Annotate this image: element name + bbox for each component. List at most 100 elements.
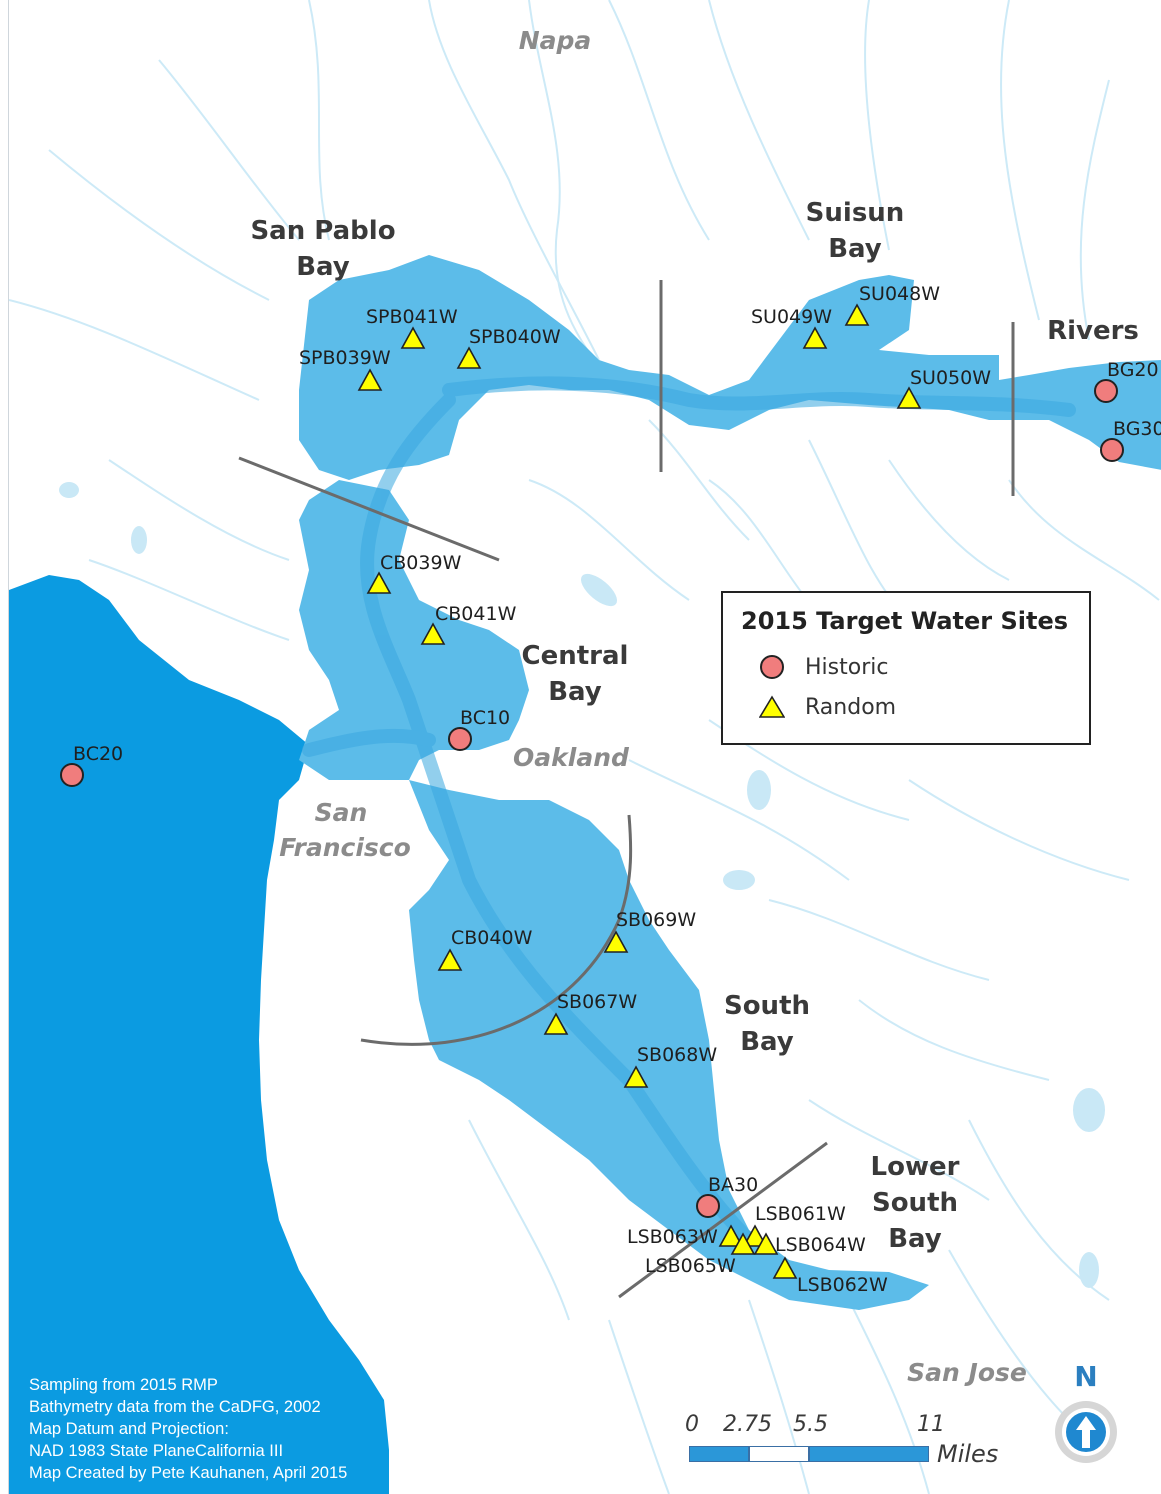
north-label: N <box>1074 1360 1097 1393</box>
label-suisun-bay-2: Bay <box>828 234 882 264</box>
label-south-bay-2: Bay <box>740 1027 794 1057</box>
city-san-jose: San Jose <box>907 1358 1027 1387</box>
site-label: SB068W <box>637 1044 717 1066</box>
historic-site-bg20[interactable]: BG20 <box>1094 359 1159 403</box>
legend-row-historic: Historic <box>741 647 1071 687</box>
random-site-spb040w[interactable]: SPB040W <box>456 326 561 369</box>
site-label: SPB041W <box>366 306 458 328</box>
site-label: LSB063W <box>627 1226 718 1248</box>
legend-historic-label: Historic <box>805 654 889 680</box>
credit-line: Sampling from 2015 RMP <box>29 1376 218 1394</box>
site-label: SPB039W <box>299 347 391 369</box>
site-label: LSB065W <box>645 1255 736 1277</box>
site-label: LSB061W <box>755 1203 846 1225</box>
label-lower-south-bay-2: South <box>872 1188 958 1218</box>
random-marker[interactable] <box>718 1224 744 1247</box>
random-site-spb039w[interactable]: SPB039W <box>299 347 391 391</box>
random-legend-icon <box>759 695 785 718</box>
label-central-bay-1: Central <box>522 641 629 671</box>
random-site-lsb063w[interactable]: LSB063W <box>627 1224 744 1248</box>
site-label: SB069W <box>616 909 696 931</box>
label-san-pablo-bay-1: San Pablo <box>250 216 395 246</box>
map-frame: San Pablo Bay Suisun Bay Rivers Central … <box>8 0 1161 1494</box>
site-label: CB039W <box>380 552 462 574</box>
north-arrow: N <box>1049 1358 1123 1468</box>
historic-site-bg30[interactable]: BG30 <box>1100 418 1161 462</box>
map-credits: Sampling from 2015 RMP Bathymetry data f… <box>29 1374 347 1484</box>
segment-boundaries <box>238 280 1015 1299</box>
random-marker[interactable] <box>753 1232 779 1255</box>
label-rivers: Rivers <box>1047 316 1139 346</box>
random-marker[interactable] <box>623 1065 649 1088</box>
site-label: BA30 <box>708 1174 758 1196</box>
site-label: CB040W <box>451 927 533 949</box>
credit-line: NAD 1983 State PlaneCalifornia III <box>29 1442 284 1460</box>
scale-segment <box>809 1446 929 1462</box>
site-label: SU048W <box>859 283 940 305</box>
random-site-sb067w[interactable]: SB067W <box>543 991 637 1035</box>
random-site-su048w[interactable]: SU048W <box>844 283 940 326</box>
historic-marker[interactable] <box>1094 379 1118 403</box>
random-site-sb069w[interactable]: SB069W <box>603 909 696 953</box>
label-lower-south-bay-1: Lower <box>871 1152 960 1182</box>
random-site-lsb062w[interactable]: LSB062W <box>772 1256 888 1296</box>
historic-marker[interactable] <box>1100 438 1124 462</box>
scale-bar: 0 2.75 5.5 11 Miles <box>685 1412 1015 1472</box>
random-marker[interactable] <box>896 386 922 409</box>
site-label: BC10 <box>460 707 510 729</box>
random-site-sb068w[interactable]: SB068W <box>623 1044 717 1088</box>
bay-water <box>299 255 1161 1310</box>
site-label: SB067W <box>557 991 637 1013</box>
random-marker[interactable] <box>730 1232 756 1255</box>
random-marker[interactable] <box>543 1012 569 1035</box>
historic-sites: BG20 BG30 BC10 BC20 BA30 <box>60 359 1161 1218</box>
scale-segment <box>749 1446 809 1462</box>
city-san-francisco-1: San <box>315 798 368 827</box>
random-marker[interactable] <box>844 303 870 326</box>
historic-marker[interactable] <box>696 1194 720 1218</box>
site-label: LSB062W <box>797 1274 888 1296</box>
random-marker[interactable] <box>400 326 426 349</box>
streams <box>9 0 1160 1494</box>
random-marker[interactable] <box>366 571 392 594</box>
site-label: LSB064W <box>775 1234 866 1256</box>
random-sites: SPB041W SPB040W SPB039W SU048W SU049W SU… <box>299 283 991 1296</box>
random-marker[interactable] <box>456 346 482 369</box>
site-label: BG20 <box>1107 359 1159 381</box>
random-site-spb041w[interactable]: SPB041W <box>366 306 458 349</box>
random-site-su049w[interactable]: SU049W <box>751 306 832 349</box>
random-site-su050w[interactable]: SU050W <box>896 367 991 409</box>
historic-marker[interactable] <box>448 727 472 751</box>
site-label: SU049W <box>751 306 832 328</box>
random-site-lsb064w[interactable]: LSB064W <box>753 1232 866 1256</box>
random-marker[interactable] <box>357 368 383 391</box>
scale-units: Miles <box>937 1440 999 1468</box>
random-site-lsb061w[interactable]: LSB061W <box>742 1203 846 1247</box>
bay-map: San Pablo Bay Suisun Bay Rivers Central … <box>9 0 1161 1494</box>
random-site-cb041w[interactable]: CB041W <box>420 603 517 645</box>
random-marker[interactable] <box>772 1256 798 1279</box>
deep-channel <box>302 376 1076 1247</box>
scale-tick-11: 11 <box>917 1412 945 1437</box>
legend-random-label: Random <box>805 694 897 720</box>
random-site-lsb065w[interactable]: LSB065W <box>645 1232 756 1277</box>
city-labels: Napa Oakland San Francisco San Jose <box>279 26 1027 1387</box>
historic-site-bc20[interactable]: BC20 <box>60 743 123 787</box>
historic-site-ba30[interactable]: BA30 <box>696 1174 758 1218</box>
site-label: SPB040W <box>469 326 561 348</box>
city-san-francisco-2: Francisco <box>279 833 411 862</box>
historic-site-bc10[interactable]: BC10 <box>448 707 510 751</box>
random-marker[interactable] <box>420 622 446 645</box>
random-marker[interactable] <box>802 326 828 349</box>
site-label: SU050W <box>910 367 991 389</box>
north-arrow-icon: N <box>1055 1360 1117 1463</box>
random-marker[interactable] <box>742 1224 768 1247</box>
historic-marker[interactable] <box>60 763 84 787</box>
random-marker[interactable] <box>603 930 629 953</box>
random-site-cb040w[interactable]: CB040W <box>437 927 533 971</box>
credit-line: Bathymetry data from the CaDFG, 2002 <box>29 1398 321 1416</box>
label-central-bay-2: Bay <box>548 677 602 707</box>
random-site-cb039w[interactable]: CB039W <box>366 552 462 594</box>
random-marker[interactable] <box>437 948 463 971</box>
region-labels: San Pablo Bay Suisun Bay Rivers Central … <box>250 198 1138 1254</box>
